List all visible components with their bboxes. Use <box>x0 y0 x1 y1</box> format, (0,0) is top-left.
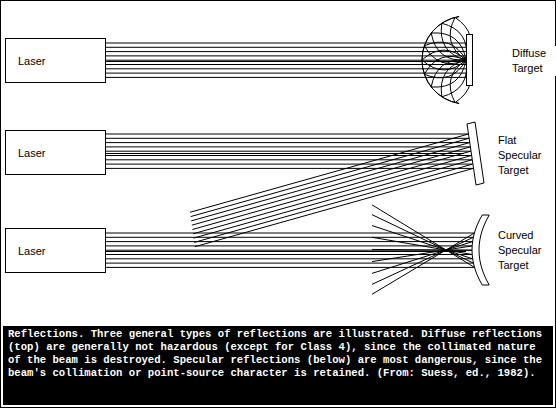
scatter-arc <box>441 60 466 97</box>
laser-box: Laser <box>5 228 106 273</box>
laser-box: Laser <box>5 38 106 83</box>
beam-ray <box>372 205 475 268</box>
scatter-arc <box>450 60 466 103</box>
beam-ray <box>194 160 472 238</box>
laser-box: Laser <box>5 130 106 175</box>
beam-ray <box>192 151 470 229</box>
beam-ray <box>106 258 473 259</box>
beam-ray <box>106 267 475 268</box>
beam-ray <box>106 142 470 143</box>
beam-ray <box>106 263 473 264</box>
scatter-arc <box>442 60 467 97</box>
beam-ray <box>193 156 471 234</box>
beam-ray <box>372 237 473 284</box>
target-shape: Flat Specular Target <box>464 120 486 186</box>
laser-beam <box>106 61 466 62</box>
beam-ray <box>106 55 466 56</box>
beam-ray <box>191 138 469 216</box>
beam-ray <box>192 147 470 225</box>
laser-beam <box>106 251 466 252</box>
target-shape: Curved Specular Target <box>466 212 492 288</box>
beam-ray <box>106 151 471 152</box>
beam-ray <box>106 164 473 165</box>
beam-ray <box>372 249 472 251</box>
beam-ray <box>106 43 466 44</box>
beam-ray <box>191 143 469 221</box>
beam-ray <box>106 168 473 169</box>
beam-ray <box>106 138 469 139</box>
beam-ray <box>106 73 466 74</box>
laser-label: Laser <box>18 244 46 258</box>
scatter-arc <box>422 17 459 104</box>
beam-ray <box>106 77 466 78</box>
flat-target-outline <box>464 120 486 186</box>
beam-ray <box>106 250 472 251</box>
beam-ray <box>106 159 472 160</box>
target-label: Curved Specular Target <box>498 228 552 273</box>
beam-ray <box>106 68 466 69</box>
laser-beam <box>106 153 464 154</box>
beam-ray <box>106 47 466 48</box>
beam-ray <box>190 134 468 212</box>
beam-ray <box>195 168 473 246</box>
beam-ray <box>372 215 473 263</box>
beam-ray <box>194 164 472 242</box>
beam-ray <box>372 226 473 259</box>
curved-target-outline <box>466 212 492 288</box>
laser-label: Laser <box>18 54 46 68</box>
target-shape: Diffuse Target <box>466 34 473 86</box>
beam-ray <box>106 241 473 242</box>
beam-ray <box>106 155 471 156</box>
target-label: Flat Specular Target <box>498 133 552 178</box>
target-label: Diffuse Target <box>512 46 556 76</box>
beam-ray <box>106 254 472 255</box>
beam-ray <box>106 134 468 135</box>
figure-caption: Reflections. Three general types of refl… <box>3 326 553 405</box>
beam-ray <box>106 146 470 147</box>
beam-ray <box>106 60 466 61</box>
laser-label: Laser <box>18 146 46 160</box>
scatter-arc <box>422 50 466 60</box>
beam-ray <box>106 51 466 52</box>
diffuse-target-outline <box>466 34 473 86</box>
beam-ray <box>106 64 466 65</box>
